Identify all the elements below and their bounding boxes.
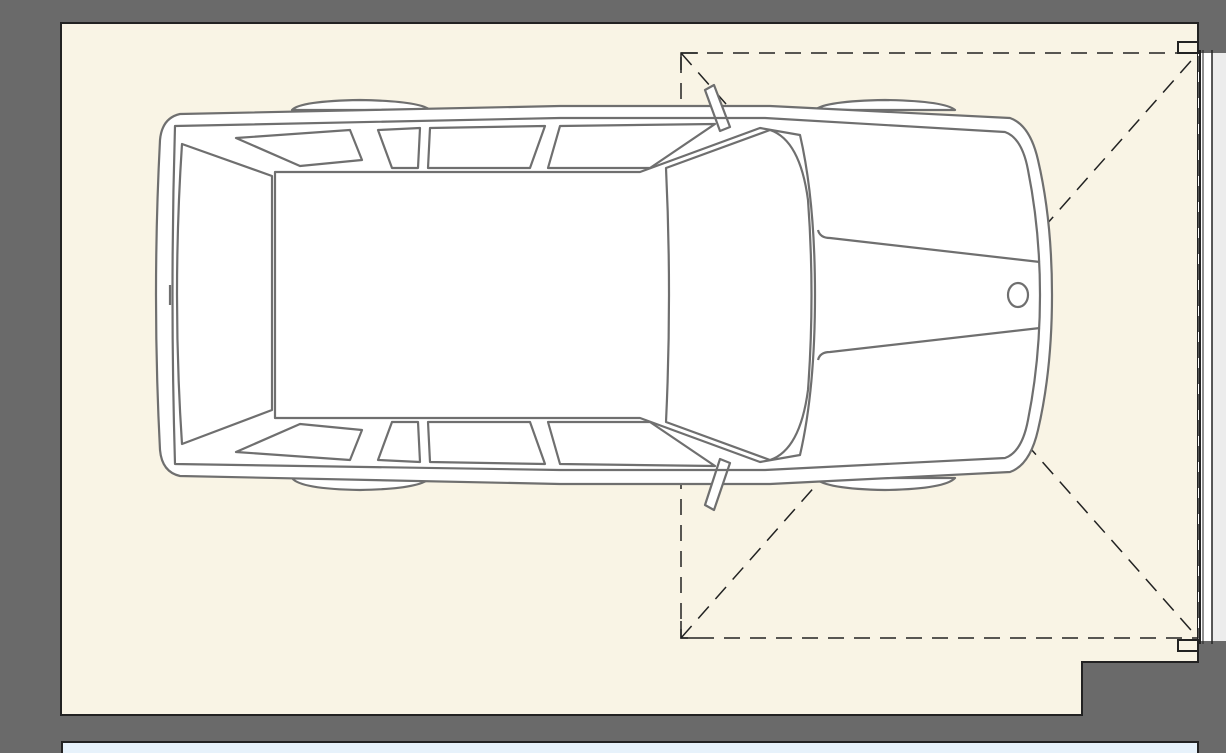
hood-line-top [816, 229, 1041, 264]
side-mirror-bottom [703, 457, 732, 512]
body-inner-line [171, 116, 1042, 472]
adjacent-room [61, 741, 1199, 753]
door-swing-arrow-top [680, 52, 698, 70]
side-window-top-4 [546, 122, 717, 170]
windshield [664, 128, 813, 462]
door-swing-arrow-bottom [680, 621, 698, 639]
car-top-view [154, 83, 1054, 512]
garage-door-strip [1212, 53, 1226, 641]
side-window-bottom-2 [376, 420, 422, 464]
side-window-top-1 [234, 128, 364, 168]
side-window-top-2 [376, 126, 422, 170]
rear-window [175, 142, 274, 446]
side-window-bottom-3 [426, 420, 547, 466]
side-window-bottom-1 [234, 422, 364, 462]
hood-emblem [1006, 281, 1030, 309]
wheel-arch-front-top [813, 98, 957, 112]
hood-line-bottom [816, 326, 1041, 361]
wheel-arch-rear-top [290, 98, 432, 112]
door-jamb-bottom [1177, 639, 1199, 652]
side-window-top-3 [426, 124, 547, 170]
door-jamb-top [1177, 41, 1199, 54]
side-window-bottom-4 [546, 420, 717, 468]
